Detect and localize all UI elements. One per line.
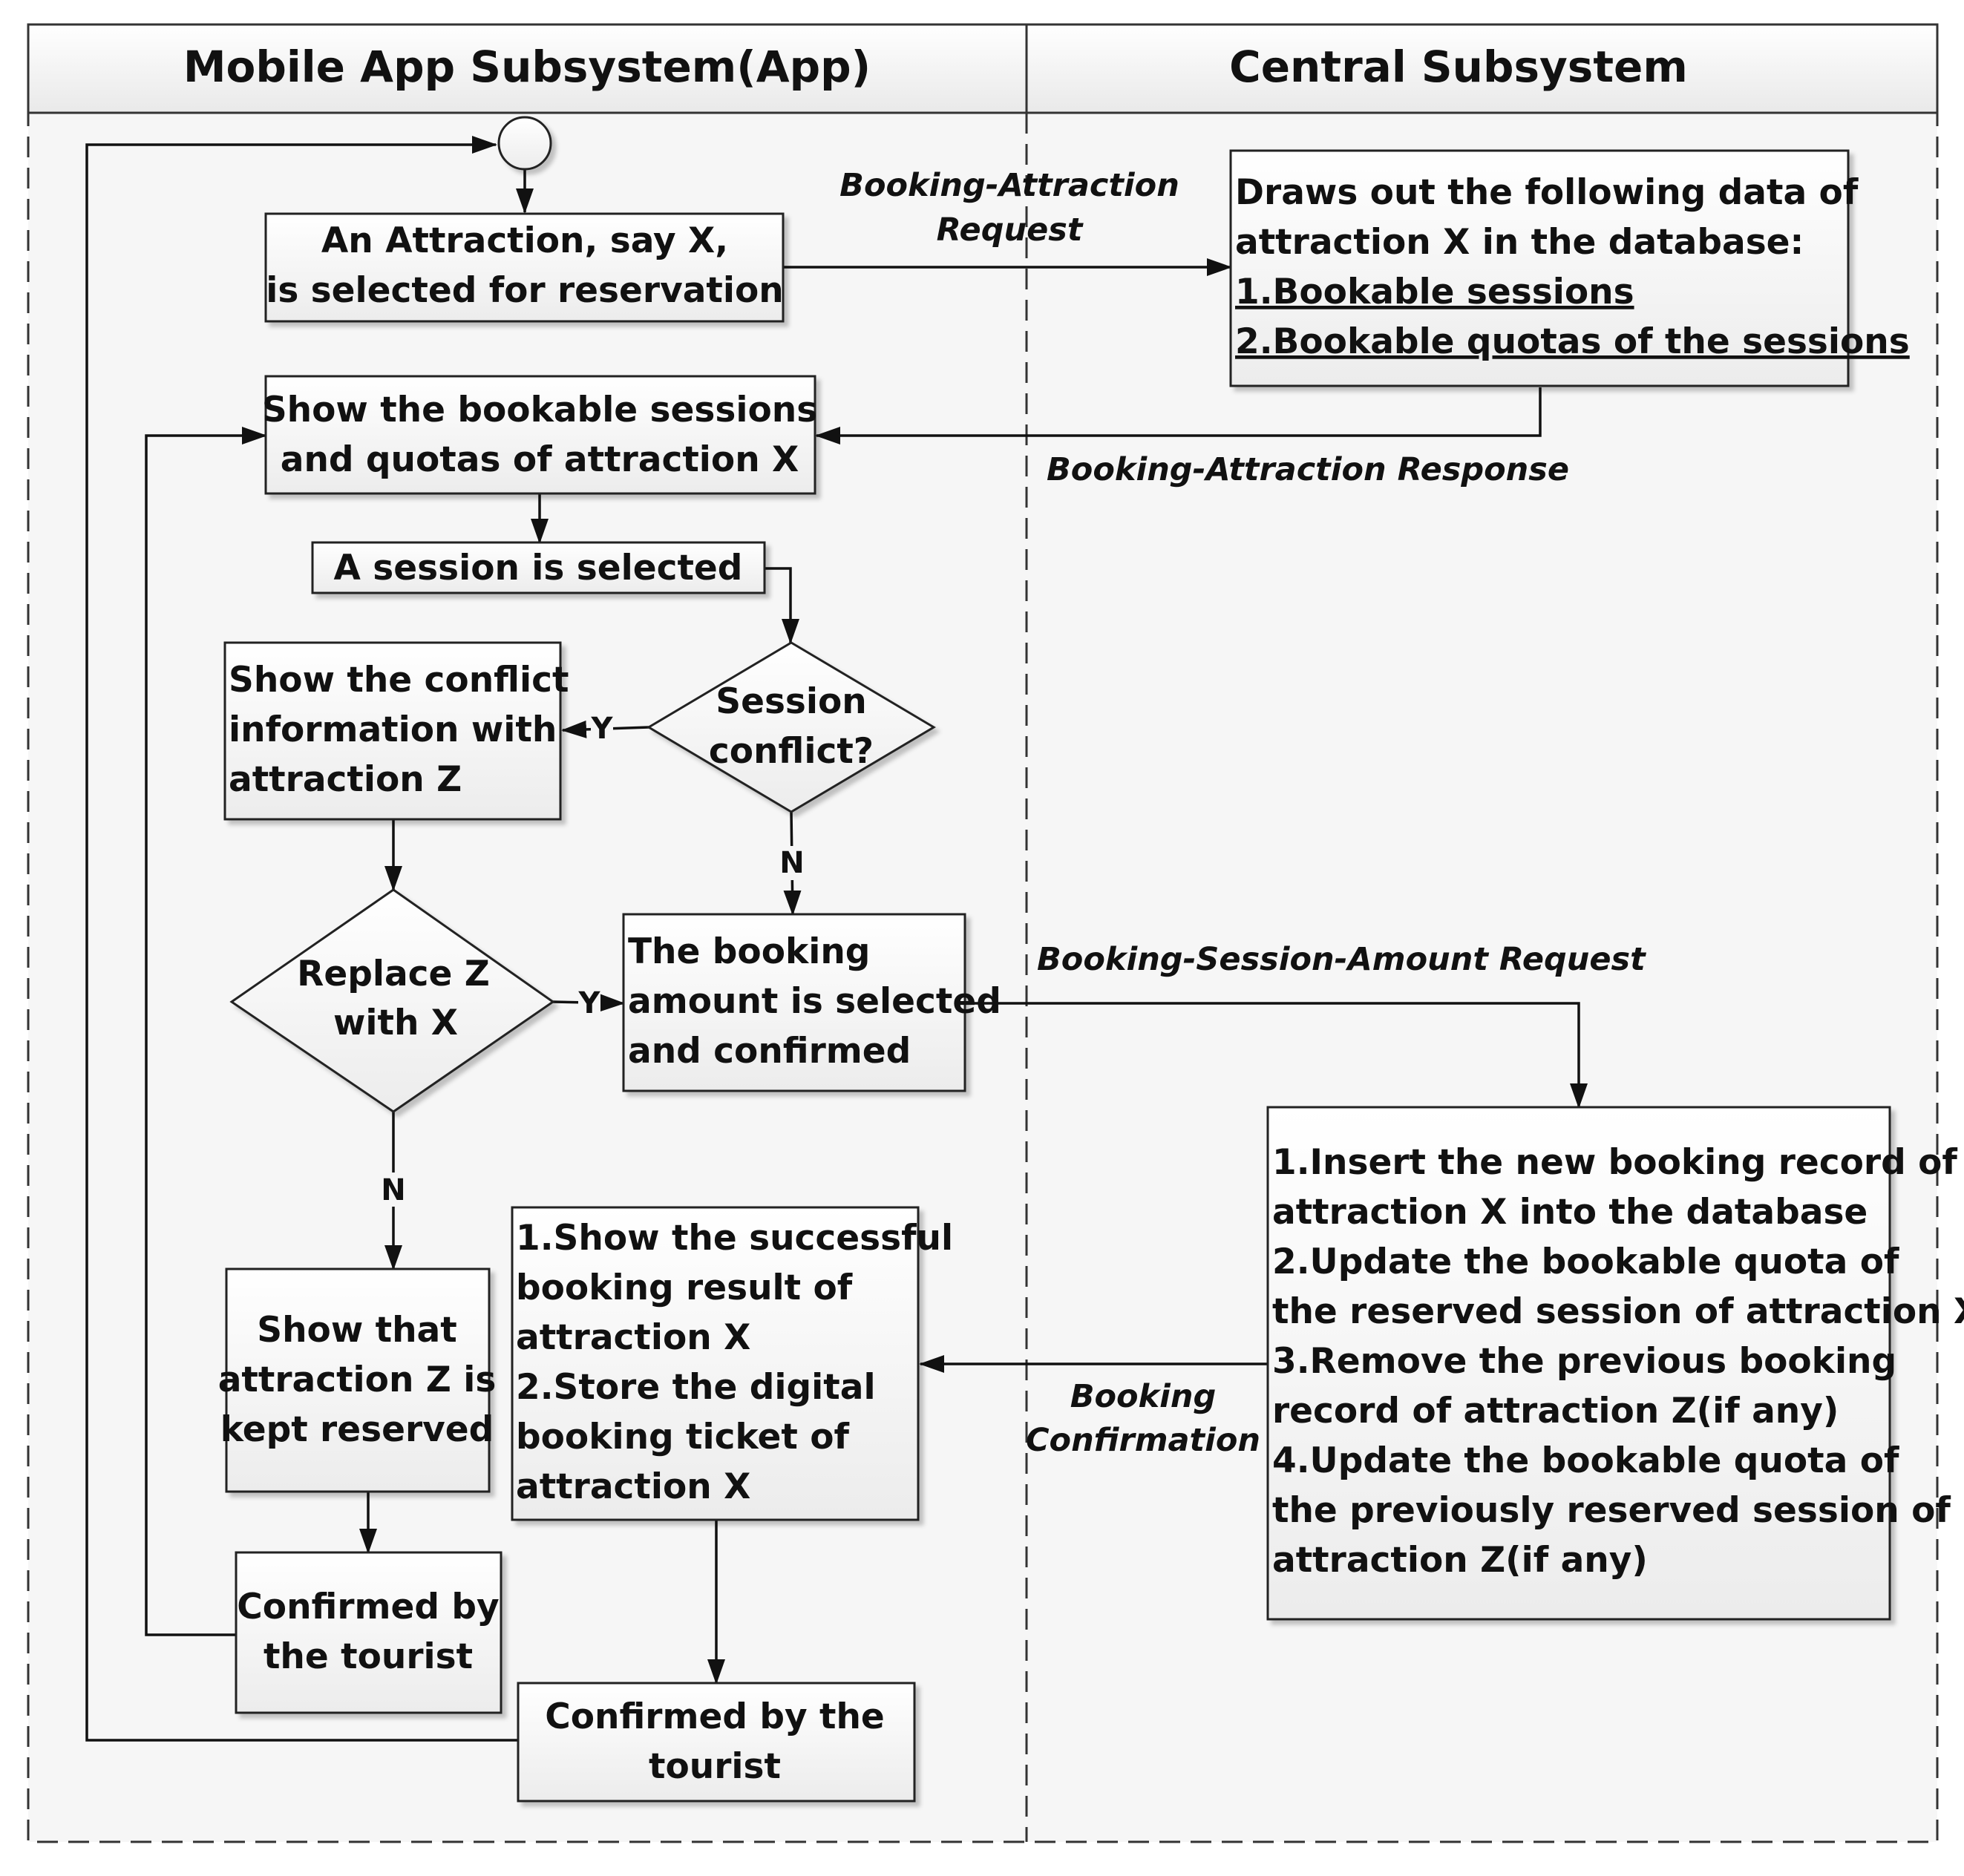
conflict-no-label: N	[779, 846, 804, 880]
show-success-line-6: attraction X	[516, 1466, 750, 1507]
insert-record-line-2: attraction X into the database	[1272, 1192, 1868, 1233]
amount-confirmed-line-1: The booking	[628, 931, 870, 972]
decision-replace-z	[229, 888, 555, 1113]
box-kept-reserved	[225, 1267, 491, 1493]
draws-data-line-3: 1.Bookable sessions	[1235, 272, 1634, 312]
box-show-success	[511, 1206, 920, 1521]
select-attraction-line-1: An Attraction, say X,	[321, 220, 728, 261]
kept-reserved-line-3: kept reserved	[220, 1409, 494, 1450]
flow-labels: Booking-Attraction Request Booking-Attra…	[839, 167, 1646, 1459]
amount-request-label: Booking-Session-Amount Request	[1037, 941, 1646, 978]
start-node	[497, 116, 552, 171]
show-conflict-line-1: Show the conflict	[229, 660, 569, 701]
box-confirmed-tourist-2	[517, 1682, 916, 1803]
box-confirmed-tourist-1	[235, 1551, 503, 1714]
insert-record-line-7: 4.Update the bookable quota of	[1272, 1440, 1899, 1481]
lane-title-central: Central Subsystem	[1229, 42, 1688, 92]
confirmation-label-line-1: Booking	[1070, 1378, 1217, 1415]
select-attraction-line-2: is selected for reservation	[266, 270, 784, 311]
replace-no-label: N	[381, 1173, 405, 1207]
replace-yes-label: Y	[578, 986, 601, 1020]
box-texts: An Attraction, say X, is selected for re…	[218, 172, 1964, 1787]
insert-record-line-9: attraction Z(if any)	[1272, 1540, 1648, 1581]
replace-z-line-1: Replace Z	[297, 954, 490, 994]
edge-selected-to-conflict	[765, 567, 799, 644]
insert-record-line-6: record of attraction Z(if any)	[1272, 1391, 1839, 1431]
session-selected-text: A session is selected	[334, 548, 743, 588]
lane-title-mobile-app: Mobile App Subsystem(App)	[183, 42, 871, 92]
amount-confirmed-line-2: amount is selected	[628, 981, 1001, 1022]
box-select-attraction	[264, 212, 785, 323]
conflict-yes-label: Y	[591, 712, 614, 746]
edge-amount-request	[965, 1002, 1588, 1109]
draws-data-line-2: attraction X in the database:	[1235, 222, 1804, 263]
request-label-line-1: Booking-Attraction	[839, 167, 1179, 204]
insert-record-line-1: 1.Insert the new booking record of	[1272, 1142, 1957, 1183]
box-show-sessions	[264, 375, 816, 495]
show-success-line-2: booking result of	[516, 1267, 853, 1308]
box-session-selected	[311, 541, 766, 594]
nodes	[223, 116, 1891, 1803]
box-draws-data	[1229, 149, 1850, 387]
draws-data-line-4: 2.Bookable quotas of the sessions	[1235, 321, 1910, 362]
kept-reserved-line-2: attraction Z is	[218, 1360, 497, 1400]
response-label: Booking-Attraction Response	[1047, 451, 1569, 488]
branch-labels: Y N Y N	[381, 711, 805, 1207]
confirmation-label-line-2: Confirmation	[1026, 1422, 1260, 1459]
insert-record-line-5: 3.Remove the previous booking	[1272, 1341, 1896, 1382]
show-conflict-line-3: attraction Z	[229, 759, 462, 800]
confirmed-tourist-1-line-1: Confirmed by	[237, 1587, 499, 1627]
insert-record-line-4: the reserved session of attraction X	[1272, 1291, 1964, 1332]
show-success-line-4: 2.Store the digital	[516, 1367, 876, 1408]
amount-confirmed-line-3: and confirmed	[628, 1031, 911, 1072]
show-sessions-line-2: and quotas of attraction X	[281, 439, 799, 480]
session-conflict-line-1: Session	[716, 681, 867, 722]
show-success-line-3: attraction X	[516, 1317, 750, 1358]
box-amount-confirmed	[622, 913, 966, 1092]
session-conflict-line-2: conflict?	[709, 731, 874, 772]
confirmed-tourist-2-line-2: tourist	[649, 1746, 781, 1787]
kept-reserved-line-1: Show that	[257, 1310, 457, 1351]
replace-z-line-2: with X	[333, 1003, 458, 1043]
draws-data-line-1: Draws out the following data of	[1235, 172, 1859, 213]
edge-response	[815, 387, 1542, 445]
insert-record-line-3: 2.Update the bookable quota of	[1272, 1242, 1899, 1282]
show-sessions-line-1: Show the bookable sessions	[262, 390, 817, 430]
edge-confirm-loop	[145, 427, 267, 1636]
box-show-conflict	[223, 641, 562, 821]
show-conflict-line-2: information with	[229, 709, 557, 750]
request-label-line-2: Request	[937, 211, 1084, 249]
show-success-line-5: booking ticket of	[516, 1417, 849, 1457]
edge-loop-to-start	[85, 136, 518, 1742]
confirmed-tourist-1-line-2: the tourist	[263, 1636, 473, 1677]
box-insert-record	[1266, 1106, 1891, 1621]
insert-record-line-8: the previously reserved session of	[1272, 1490, 1951, 1531]
show-success-line-1: 1.Show the successful	[516, 1218, 953, 1259]
confirmed-tourist-2-line-1: Confirmed by the	[545, 1696, 885, 1737]
decision-session-conflict	[647, 641, 936, 813]
lanes-header	[27, 23, 1939, 114]
